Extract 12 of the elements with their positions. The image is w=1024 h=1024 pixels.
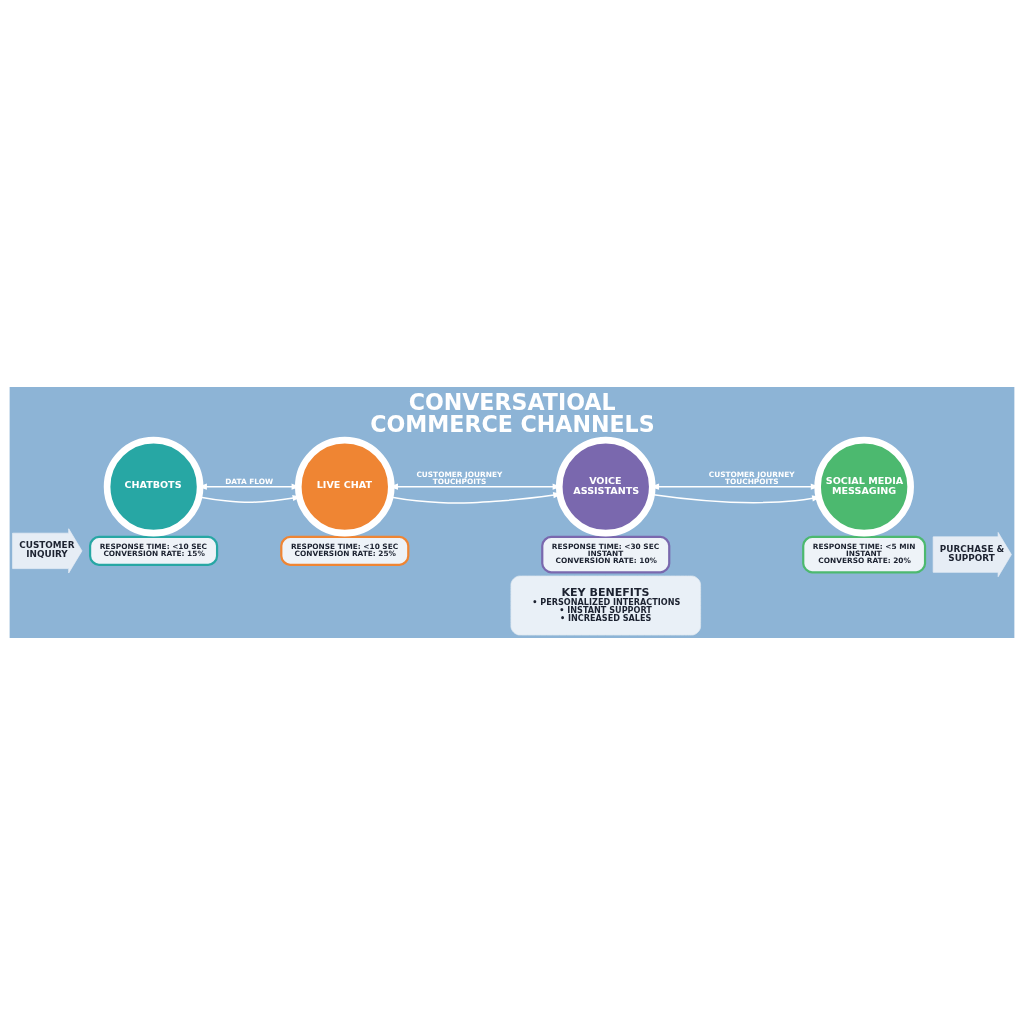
node-box: RESPONSE TIME: <10 SEC CONVERSION RATE: 25% [280, 535, 410, 566]
diagram-title: CONVERSATIOAL COMMERCE CHANNELS [370, 388, 655, 437]
node-box: RESPONSE TIME: <10 SEC CONVERSION RATE: 15% [89, 535, 219, 566]
node-box: KEY BENEFITS • PERSONALIZED INTERACTIONS • INSTANT SUPPORT • INCREASED SALES [510, 575, 701, 635]
node-box: RESPONSE TIME: <30 SEC INSTANT CONVERSION RATE: 10% [541, 535, 671, 573]
node-circle: VOICE ASSISTANTS [555, 436, 656, 536]
node-circle: CHATBOTS [103, 436, 204, 536]
edge-label: CUSTOMER JOURNEY TOUCHPOITS [416, 469, 503, 486]
node-box: RESPONSE TIME: <5 MIN INSTANT CONVERSO RATE: 20% [802, 535, 927, 573]
edge-label: DATA FLOW [225, 476, 274, 486]
edge-label: CUSTOMER JOURNEY TOUCHPOITS [708, 469, 795, 486]
node-circle: SOCIAL MEDIA MESSAGING [814, 436, 914, 536]
